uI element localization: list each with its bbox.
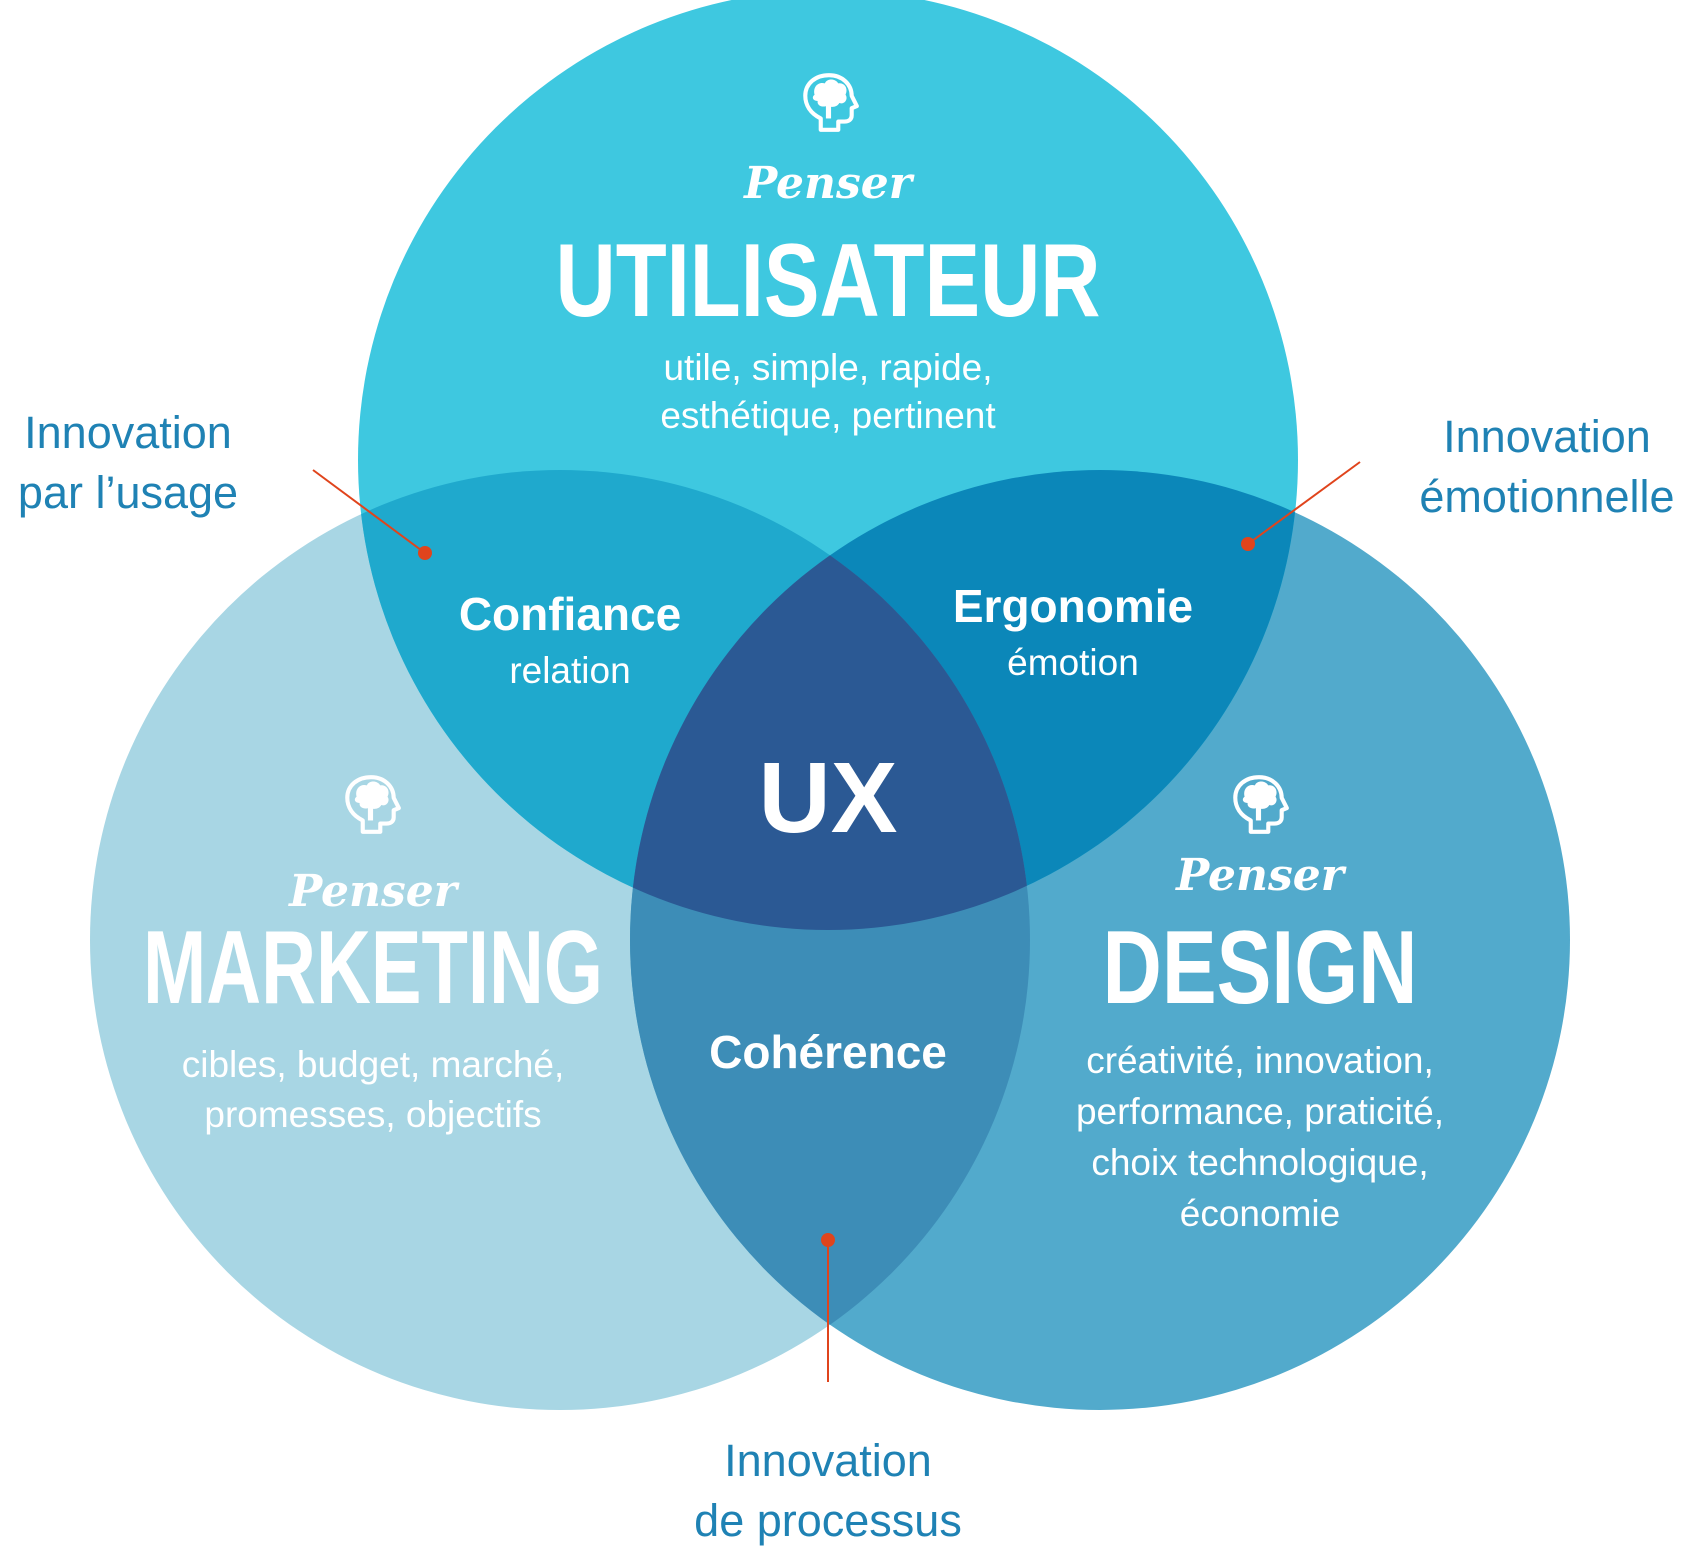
marketing-desc-line2: promesses, objectifs bbox=[204, 1094, 541, 1135]
callout-processus-line2: de processus bbox=[694, 1495, 962, 1546]
design-desc-line3: choix technologique, bbox=[1091, 1142, 1428, 1183]
marketing-desc-line1: cibles, budget, marché, bbox=[182, 1044, 565, 1085]
utilisateur-prefix: Penser bbox=[742, 158, 915, 209]
callout-dot-usage bbox=[418, 546, 432, 560]
overlap-confiance bbox=[358, 470, 1030, 930]
design-desc-line2: performance, praticité, bbox=[1076, 1091, 1444, 1132]
confiance-subtitle: relation bbox=[509, 650, 630, 691]
callout-line-emotion bbox=[1247, 461, 1361, 545]
marketing-prefix: Penser bbox=[287, 866, 460, 917]
ergonomie-subtitle: émotion bbox=[1007, 642, 1139, 683]
utilisateur-desc-line2: esthétique, pertinent bbox=[660, 395, 996, 436]
utilisateur-title: UTILISATEUR bbox=[556, 223, 1101, 339]
overlap-center-ux bbox=[630, 470, 1030, 930]
callout-emotion-line1: Innovation bbox=[1443, 411, 1651, 462]
callout-processus-line1: Innovation bbox=[724, 1435, 932, 1486]
callout-dot-emotion bbox=[1241, 537, 1255, 551]
design-desc-line4: économie bbox=[1180, 1193, 1340, 1234]
callout-dot-processus bbox=[821, 1233, 835, 1247]
callout-line-usage bbox=[312, 469, 426, 554]
ergonomie-title: Ergonomie bbox=[953, 580, 1193, 632]
design-title: DESIGN bbox=[1103, 910, 1418, 1026]
ux-center-label: UX bbox=[759, 742, 898, 854]
callout-usage-line1: Innovation bbox=[24, 407, 232, 458]
coherence-title: Cohérence bbox=[709, 1026, 947, 1078]
overlap-ergonomie bbox=[630, 470, 1298, 930]
callout-usage-line2: par l’usage bbox=[18, 467, 238, 518]
callout-emotion-line2: émotionnelle bbox=[1419, 471, 1674, 522]
confiance-title: Confiance bbox=[459, 588, 681, 640]
utilisateur-desc-line1: utile, simple, rapide, bbox=[663, 347, 992, 388]
marketing-title: MARKETING bbox=[143, 910, 603, 1026]
design-prefix: Penser bbox=[1174, 850, 1347, 901]
design-desc-line1: créativité, innovation, bbox=[1086, 1040, 1434, 1081]
